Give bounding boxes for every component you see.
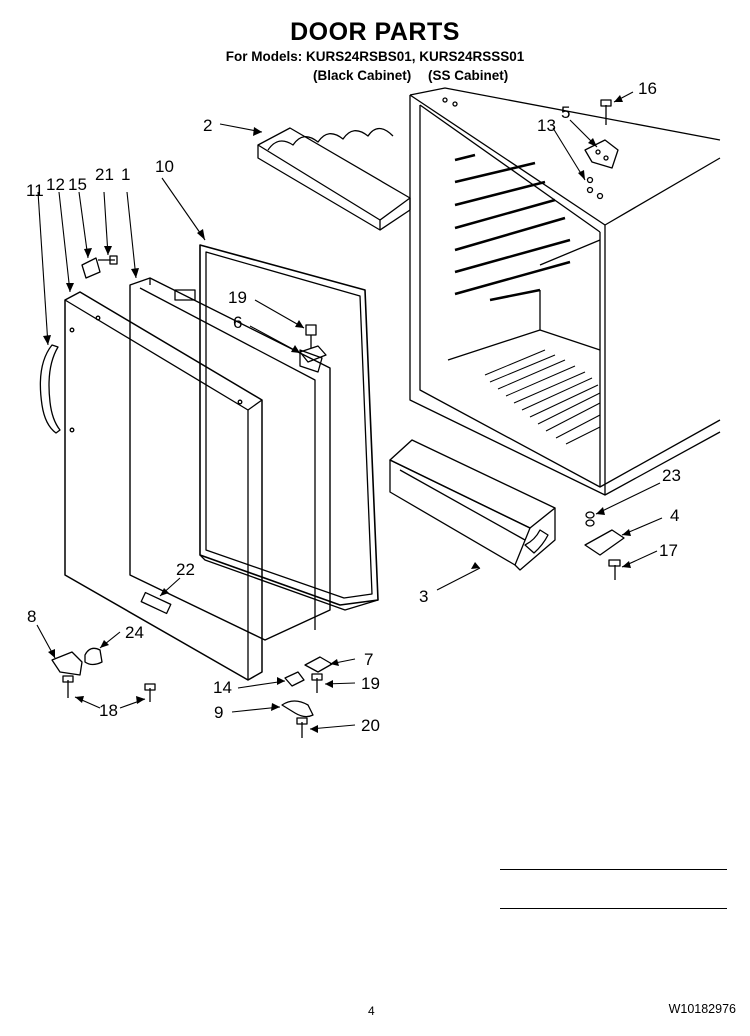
handle-bracket-screw xyxy=(81,255,118,279)
callout-10: 10 xyxy=(155,157,174,176)
callout-13: 13 xyxy=(537,116,556,135)
bottom-hinge-left xyxy=(51,647,156,702)
callout-23: 23 xyxy=(662,466,681,485)
callout-leaders xyxy=(36,91,663,730)
callout-21: 21 xyxy=(95,165,114,184)
callout-6: 6 xyxy=(233,313,242,332)
callout-19-bottom: 19 xyxy=(361,674,380,693)
callout-15: 15 xyxy=(68,175,87,194)
callout-8: 8 xyxy=(27,607,36,626)
door-hinge-pin xyxy=(299,324,327,363)
callout-14: 14 xyxy=(213,678,232,697)
callout-9: 9 xyxy=(214,703,223,722)
callout-1: 1 xyxy=(121,165,130,184)
callout-7: 7 xyxy=(364,650,373,669)
callout-12: 12 xyxy=(46,175,65,194)
callout-22: 22 xyxy=(176,560,195,579)
door-gasket xyxy=(199,244,379,611)
callout-numbers: 1 2 3 4 5 6 7 8 9 10 11 12 13 14 15 16 1… xyxy=(26,79,681,735)
callout-24: 24 xyxy=(125,623,144,642)
callout-19-top: 19 xyxy=(228,288,247,307)
callout-4: 4 xyxy=(670,506,679,525)
callout-2: 2 xyxy=(203,116,212,135)
bottom-hinge-right xyxy=(584,511,625,580)
cabinet-black-label: (Black Cabinet) xyxy=(313,68,412,83)
callout-17: 17 xyxy=(659,541,678,560)
callout-3: 3 xyxy=(419,587,428,606)
page-number: 4 xyxy=(368,1004,375,1018)
door-bin xyxy=(389,439,556,571)
cabinet-ss-label: (SS Cabinet) xyxy=(428,68,509,83)
callout-16: 16 xyxy=(638,79,657,98)
cabinet xyxy=(409,87,721,496)
models-line: For Models: KURS24RSBS01, KURS24RSSS01 xyxy=(225,49,525,64)
callout-18: 18 xyxy=(99,701,118,720)
callout-5: 5 xyxy=(561,103,570,122)
bottom-center-hinge-parts xyxy=(281,656,333,738)
callout-arrowheads xyxy=(43,95,631,733)
door-shelf-top xyxy=(257,127,411,231)
blank-rule-2 xyxy=(500,908,727,909)
top-hinge xyxy=(584,99,619,169)
callout-11: 11 xyxy=(26,181,44,200)
door-handle xyxy=(39,344,61,434)
page-title: DOOR PARTS xyxy=(290,18,460,46)
inner-door-liner xyxy=(129,277,331,641)
blank-rule-1 xyxy=(500,869,727,870)
callout-20: 20 xyxy=(361,716,380,735)
document-number: W10182976 xyxy=(668,1002,736,1016)
outer-door-panel xyxy=(64,291,263,681)
